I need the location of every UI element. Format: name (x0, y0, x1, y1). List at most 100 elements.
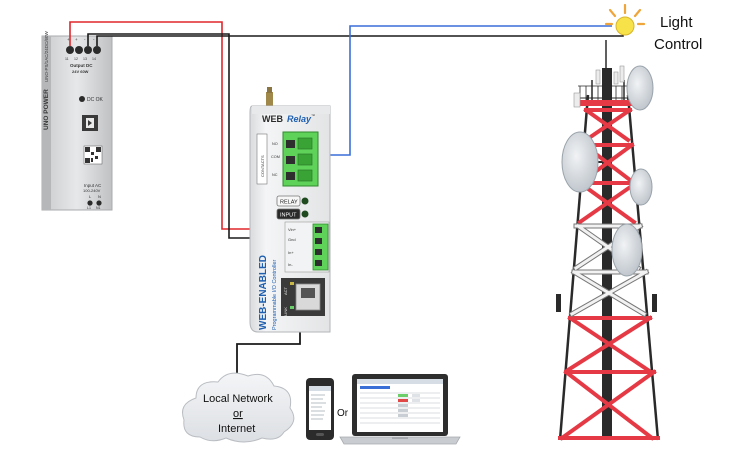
wire-black-light (96, 28, 624, 46)
power-terminal-block (312, 223, 329, 271)
top-antenna-3 (619, 65, 625, 83)
ps-input-number-l: L1 (87, 206, 91, 210)
dish-antenna-top (626, 65, 654, 111)
light-rays (604, 3, 646, 26)
power-supply-model: UNO-PS/1AC/24DC/60W (44, 30, 49, 82)
contacts-label: CONTACTS (260, 155, 265, 177)
top-antenna-2 (613, 71, 619, 85)
dish-antenna-right-upper (629, 168, 653, 206)
laptop-screen-heading (360, 386, 390, 389)
relay-side-subtitle: Programmable I/O Controller (272, 260, 278, 330)
ps-input-rating: 100-240V (83, 188, 101, 193)
panel-antenna-left (573, 92, 581, 108)
dc-ok-led (79, 96, 85, 102)
network-label-line3: Internet (218, 423, 255, 435)
ps-input-label: Input AC (84, 183, 102, 188)
wiring (69, 21, 624, 380)
ps-terminal-label-4: - (93, 37, 95, 42)
contact-terminal-no: NO (272, 142, 278, 146)
ethernet-port-socket (301, 288, 315, 298)
light-bulb (615, 16, 635, 36)
side-equipment-left (556, 294, 561, 312)
tower-mast (602, 68, 612, 440)
top-antenna-1 (595, 69, 601, 85)
network-cloud (182, 372, 295, 443)
wire-blue-relay (314, 25, 612, 156)
port-label-link: LINK (283, 307, 288, 316)
laptop-base (339, 436, 461, 445)
input-indicator-label-box (276, 208, 301, 220)
phone-screen-rows (311, 394, 326, 420)
relay-terminal-block (282, 131, 319, 187)
phone-screen (309, 386, 331, 430)
webrelay-device: WEB Relay ™ CONTACTS NO COM NC RELAY INP… (249, 87, 331, 333)
contacts-panel (256, 133, 268, 185)
input-indicator-label: INPUT (280, 213, 297, 219)
dish-antenna-right-lower (611, 223, 643, 277)
ps-terminal-screw-2 (75, 46, 83, 54)
contact-terminal-com: COM (271, 155, 280, 159)
link-led (290, 306, 294, 309)
ps-terminal-number-1: 11 (65, 57, 69, 61)
laptop-screen-titlebar (357, 379, 443, 384)
ps-terminal-screw-1 (66, 46, 74, 54)
laptop (339, 374, 461, 445)
ps-logo-symbol (86, 118, 94, 128)
power-supply-side (42, 36, 51, 210)
relay-top-ridge (252, 106, 330, 114)
relay-logo-trademark: ™ (311, 113, 315, 118)
ps-terminal-label-3: - (84, 37, 86, 42)
ps-input-number-n: N1 (96, 206, 101, 210)
power-supply-body (41, 35, 113, 211)
network-label-line1: Local Network (203, 393, 273, 405)
ps-output-rating: 24V 60W (72, 69, 89, 74)
act-led (290, 282, 294, 285)
ps-terminal-number-4: 14 (92, 57, 96, 61)
power-supply-brand: UNO POWER (43, 89, 50, 130)
power-supply: UNO POWER UNO-PS/1AC/24DC/60W + + - - 11… (41, 30, 113, 211)
laptop-notch (392, 437, 408, 439)
ps-terminal-number-2: 12 (74, 57, 78, 61)
laptop-screen-table (360, 392, 440, 424)
relay-logo-suffix: Relay (287, 114, 312, 124)
light-label-line1: Light (660, 14, 693, 31)
tower-light (604, 3, 646, 36)
ps-input-terminal-n: N (98, 194, 101, 199)
ps-qr-code (83, 145, 103, 165)
ps-input-terminal-l: L (89, 194, 92, 199)
smartphone (306, 378, 334, 440)
relay-indicator-label-box (276, 195, 301, 207)
dc-ok-label: DC OK (87, 97, 104, 103)
ps-terminal-screw-4 (93, 46, 101, 54)
ps-input-screw-n (96, 200, 102, 206)
ps-output-label: Output DC (70, 63, 93, 68)
power-terminal-gnd: Gnd (288, 237, 296, 242)
ps-terminal-label-2: + (75, 37, 78, 42)
light-label-line2: Control (654, 36, 702, 53)
relay-logo-prefix: WEB (262, 114, 283, 124)
contact-terminal-nc: NC (272, 173, 278, 177)
side-equipment-right (652, 294, 657, 312)
power-terminal-in-minus: In- (288, 262, 293, 267)
port-label-act: ACT (283, 286, 288, 295)
tower-platform (578, 100, 640, 106)
power-terminal-vin: Vin+ (288, 227, 297, 232)
dish-antenna-left (561, 131, 602, 193)
phone-screen-header (309, 386, 331, 391)
power-terminal-in-plus: In+ (288, 250, 294, 255)
phone-home-button (316, 433, 324, 436)
ps-terminal-screw-3 (84, 46, 92, 54)
relay-antenna-tip (267, 87, 272, 93)
relay-indicator-label: RELAY (280, 200, 298, 206)
tower-bracing-red (558, 107, 660, 441)
cell-tower (556, 40, 660, 441)
network-label-line2: or (233, 408, 243, 420)
or-label: Or (337, 408, 349, 419)
relay-led (301, 197, 309, 205)
relay-antenna-base (266, 92, 273, 106)
input-led (301, 210, 309, 218)
tower-leg-right (626, 94, 660, 441)
ps-terminal-label-1: + (67, 37, 70, 42)
ps-terminal-number-3: 13 (83, 57, 87, 61)
